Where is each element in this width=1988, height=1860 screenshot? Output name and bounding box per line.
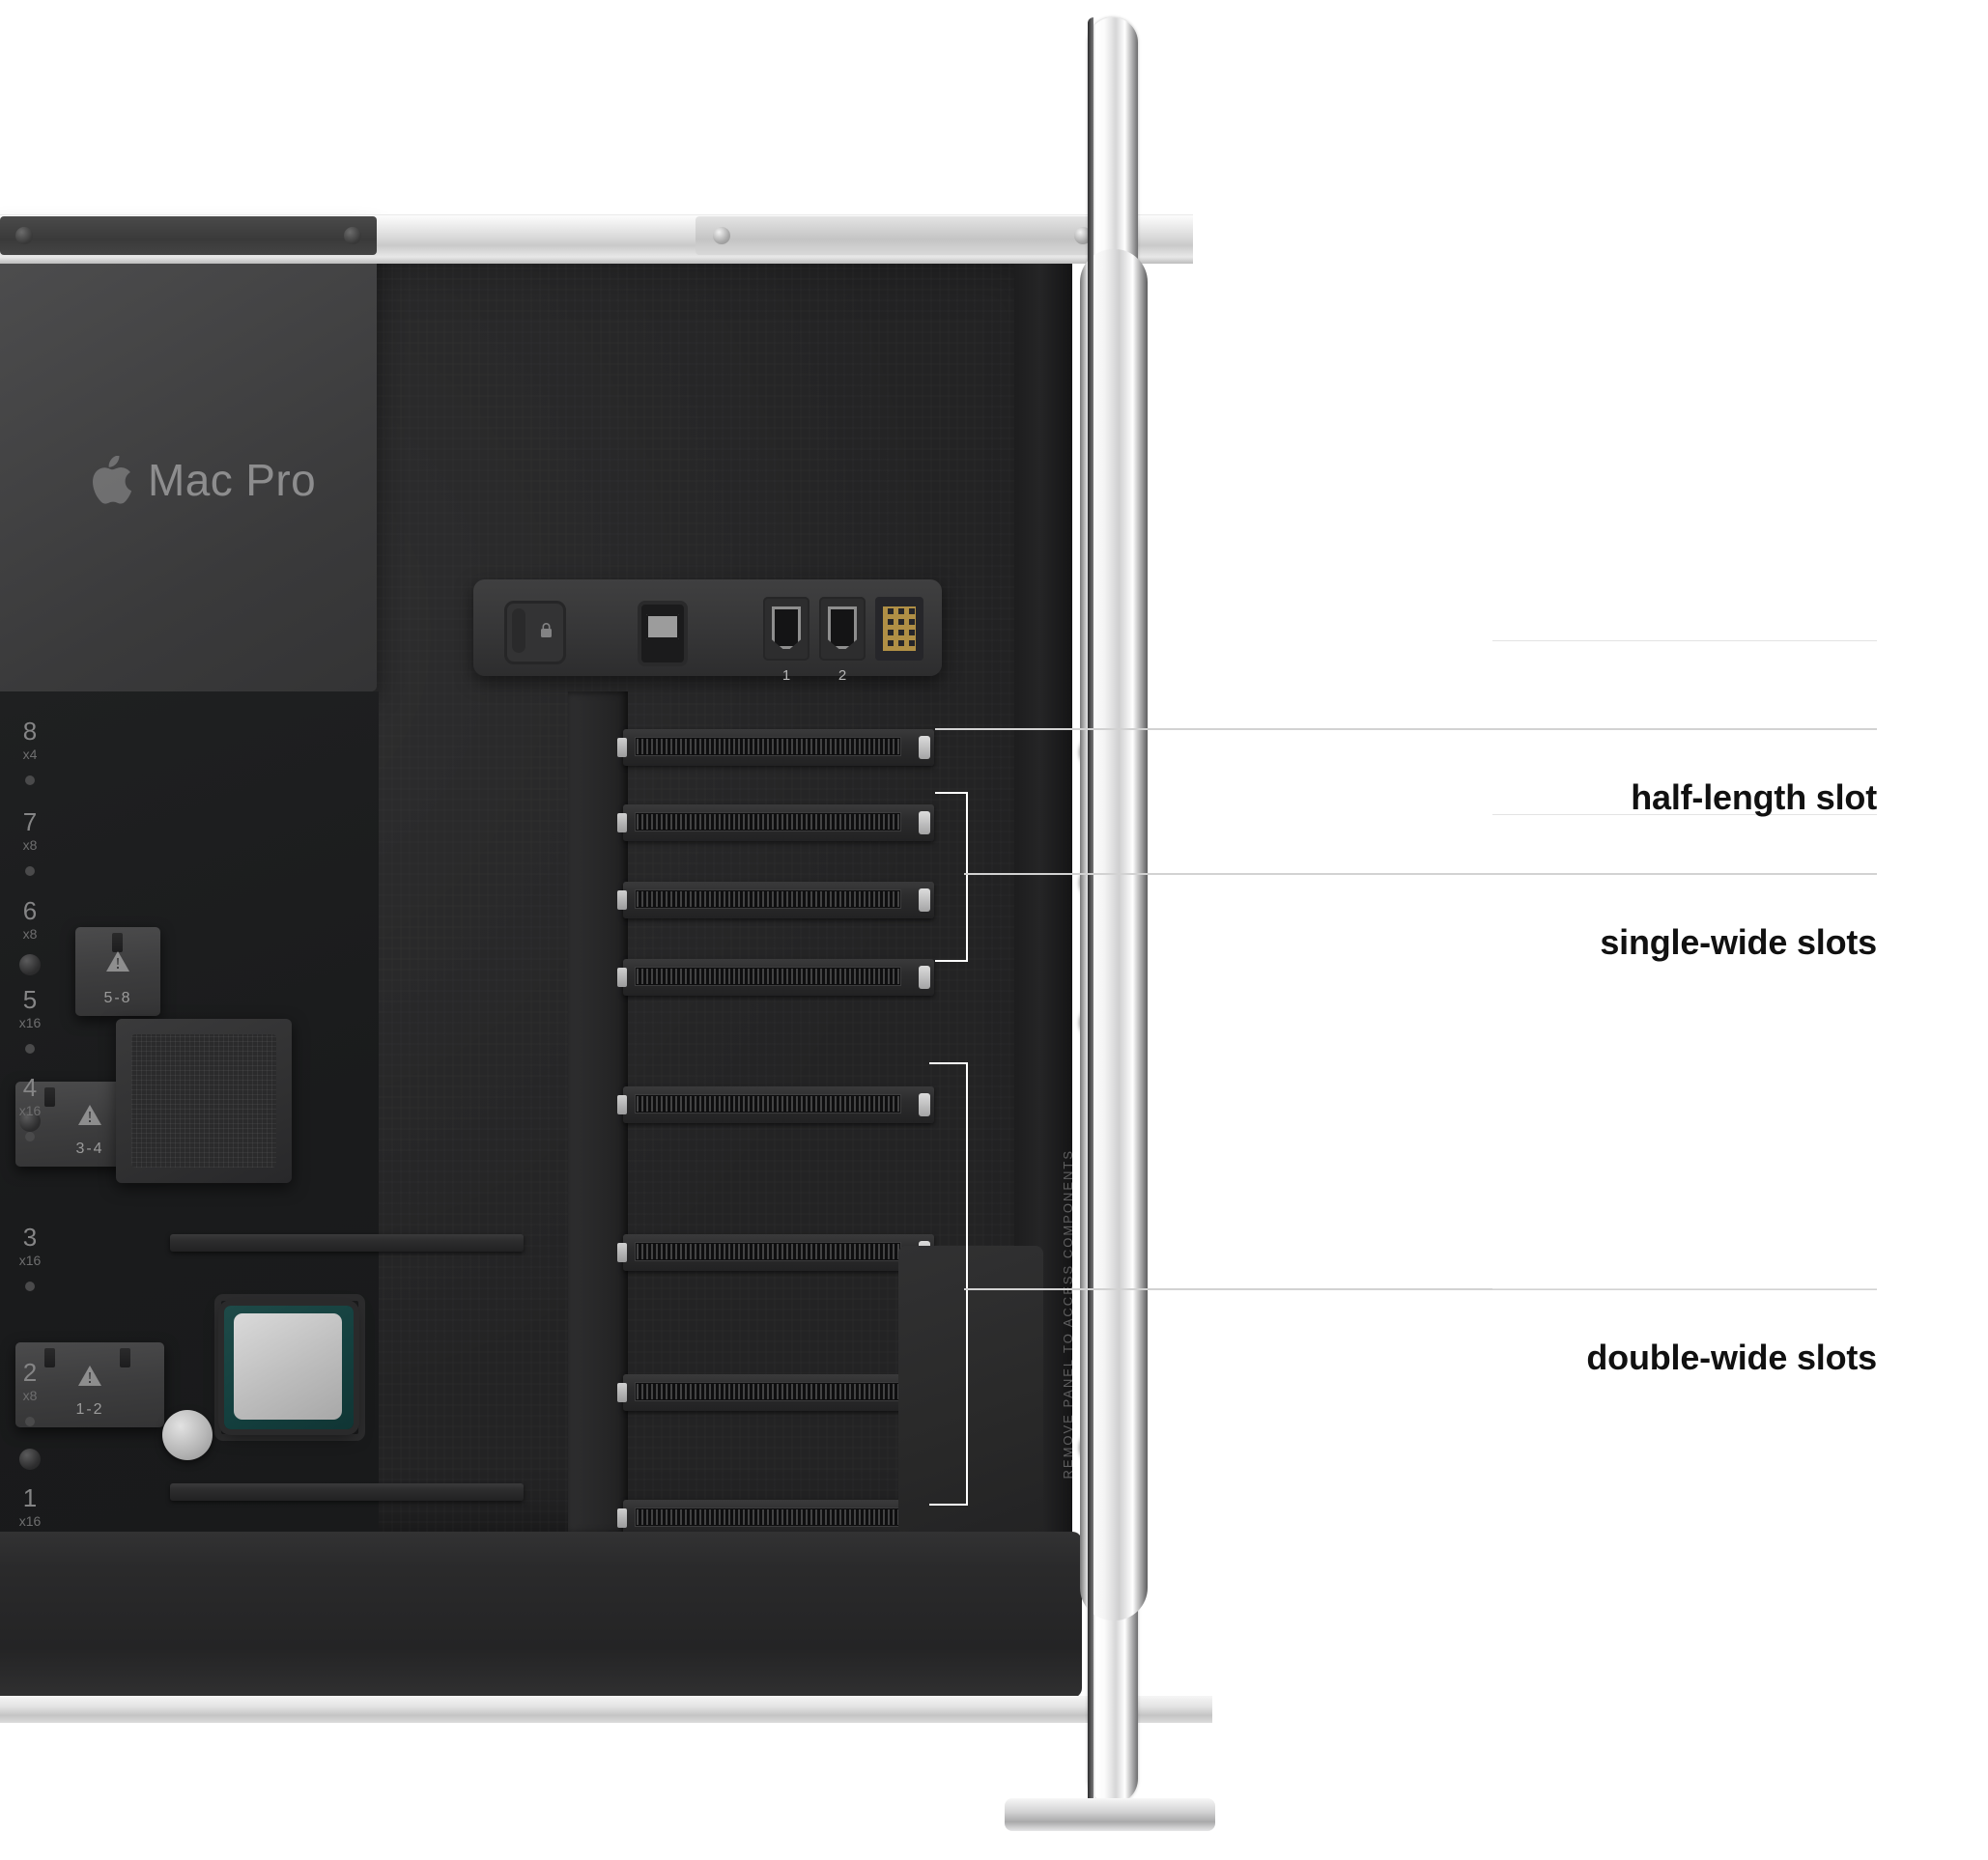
- rail-screw: [19, 1111, 41, 1132]
- pcie-slot-marker-8: 8 x4: [0, 719, 60, 762]
- memory-bank-cover-1-2[interactable]: 1-2: [15, 1342, 164, 1427]
- pcie-connector-3[interactable]: [617, 1234, 934, 1271]
- apple-logo-icon: [93, 456, 132, 504]
- rail-screw: [19, 1449, 41, 1470]
- pcie-connector-5[interactable]: [617, 959, 934, 996]
- pcie-connector-8[interactable]: [617, 729, 934, 766]
- rail-screw: [19, 954, 41, 975]
- callout-label-single-wide-slots: single-wide slots: [1600, 922, 1877, 962]
- pcie-slot-marker-3: 3 x16: [0, 1225, 60, 1268]
- psu-shroud: [898, 1246, 1043, 1536]
- pcie-slot-marker-7: 7 x8: [0, 809, 60, 853]
- slot-number: 2: [22, 1358, 38, 1387]
- chassis-bottom-rail: [0, 1696, 1212, 1723]
- memory-slot: [170, 1483, 524, 1501]
- sata-port-label: 2: [838, 667, 847, 684]
- memory-bank-label: 3-4: [75, 1141, 104, 1157]
- rail-dot: [25, 1417, 35, 1426]
- rail-dot: [25, 775, 35, 785]
- warning-triangle-icon: [78, 1365, 101, 1386]
- slot-lanes: x8: [22, 926, 38, 942]
- slot-number: 7: [22, 807, 38, 836]
- slot-lanes: x16: [18, 1253, 42, 1268]
- pcie-slot-marker-6: 6 x8: [0, 898, 60, 942]
- top-bracket-left: [0, 216, 377, 255]
- pcie-connector-2[interactable]: [617, 1374, 934, 1411]
- callout-divider: [1492, 814, 1877, 815]
- rail-dot: [25, 1044, 35, 1054]
- warning-triangle-icon: [78, 1104, 101, 1125]
- leader-line-double-wide: [964, 1288, 1877, 1290]
- security-lock-slot[interactable]: [504, 601, 566, 664]
- rail-dot: [25, 1132, 35, 1141]
- memory-bank-cover-5-8[interactable]: 5-8: [75, 927, 160, 1016]
- brand-name: Mac Pro: [148, 455, 317, 505]
- mac-pro-handle[interactable]: [1072, 17, 1151, 1814]
- slot-lanes: x16: [18, 1015, 42, 1030]
- rail-dot: [25, 1282, 35, 1291]
- pcie-slot-marker-1: 1 x16: [0, 1485, 60, 1529]
- mac-pro-logo-plate: [0, 228, 377, 691]
- pcie-slot-marker-5: 5 x16: [0, 987, 60, 1030]
- warning-triangle-icon: [106, 950, 129, 972]
- brand-lockup: Mac Pro: [92, 454, 316, 506]
- callout-divider: [1492, 640, 1877, 641]
- internal-io-panel: 1 2: [473, 579, 942, 684]
- brace-double-wide: [929, 1062, 968, 1506]
- chipset-heatsink: [116, 1019, 292, 1183]
- slot-lanes: x4: [22, 747, 38, 762]
- pcie-connector-6[interactable]: [617, 882, 934, 918]
- pcie-connector-7[interactable]: [617, 804, 934, 841]
- memory-slot: [170, 1234, 524, 1252]
- mac-pro-foot-base: [1005, 1798, 1215, 1831]
- memory-bank-label: 1-2: [75, 1401, 104, 1418]
- sata-port-1[interactable]: 1: [763, 597, 809, 684]
- slot-number: 3: [22, 1223, 38, 1252]
- top-bracket-right: [696, 216, 1111, 255]
- slot-number: 5: [22, 985, 38, 1014]
- slot-lanes: x8: [22, 1388, 38, 1403]
- rail-dot: [25, 866, 35, 876]
- slot-lanes: x16: [18, 1513, 42, 1529]
- slot-number: 4: [22, 1073, 38, 1102]
- slot-lanes: x16: [18, 1103, 42, 1118]
- sata-port-label: 1: [781, 667, 791, 684]
- callout-label-double-wide-slots: double-wide slots: [1586, 1338, 1877, 1377]
- usb-a-port[interactable]: [638, 601, 688, 666]
- cpu-die: [234, 1313, 342, 1420]
- leader-line-single-wide: [964, 873, 1877, 875]
- callout-label-half-length-slot: half-length slot: [1631, 777, 1877, 817]
- leader-line-half-length: [935, 728, 1877, 730]
- pcie-slot-marker-2: 2 x8: [0, 1360, 60, 1403]
- slot-lanes: x8: [22, 837, 38, 853]
- cpu-socket: [224, 1306, 354, 1429]
- pin-header[interactable]: [875, 597, 923, 661]
- brace-single-wide: [935, 792, 968, 962]
- cpu-retention-frame: [214, 1294, 365, 1441]
- slot-number: 6: [22, 896, 38, 925]
- coin-cell-battery: [162, 1410, 213, 1460]
- chassis-bottom-block: [0, 1532, 1082, 1698]
- callout-divider: [1492, 1288, 1877, 1289]
- slot-number: 1: [22, 1483, 38, 1512]
- memory-bank-label: 5-8: [103, 990, 132, 1006]
- sata-port-2[interactable]: 2: [819, 597, 866, 684]
- pcie-slot-marker-4: 4 x16: [0, 1075, 60, 1118]
- slot-number: 8: [22, 717, 38, 746]
- pcie-connector-4[interactable]: [617, 1086, 934, 1123]
- lock-icon: [541, 623, 552, 637]
